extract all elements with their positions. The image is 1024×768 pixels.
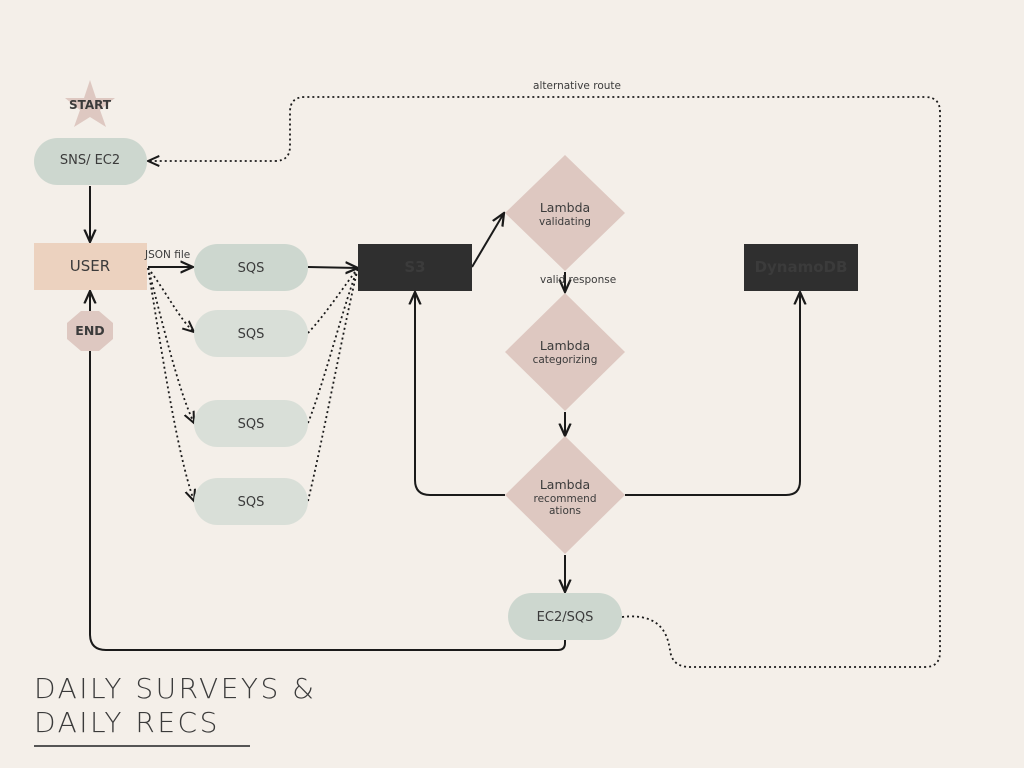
sqs-label-3: SQS [238, 417, 265, 432]
sns-ec2-node [34, 138, 147, 185]
title-line-2: DAILY RECS [34, 706, 220, 739]
end-label: END [75, 323, 104, 338]
lambda-categorizing-sub: categorizing [533, 354, 598, 366]
lambda-recommendations-sub-1: recommend [534, 493, 597, 505]
lambda-validating-name: Lambda [540, 200, 590, 215]
lambda-recommendations-node [505, 436, 625, 554]
connector-s3-to-lambda-validating [471, 213, 504, 268]
s3-label: S3 [404, 258, 425, 276]
sqs-label-1: SQS [238, 261, 265, 276]
connector-alternative-route [148, 96, 941, 668]
connector-user-to-sqs-3 [147, 267, 194, 423]
lambda-recommendations-sub-2: ations [549, 505, 581, 517]
sqs-node-3 [194, 400, 308, 447]
start-label: START [69, 98, 112, 112]
s3-node [358, 244, 472, 291]
user-node [34, 243, 147, 290]
dynamodb-label: DynamoDB [755, 258, 848, 276]
title-line-1: DAILY SURVEYS & [34, 672, 317, 705]
ec2-sqs-label: EC2/SQS [537, 610, 594, 625]
lambda-categorizing-name: Lambda [540, 338, 590, 353]
sqs-label-4: SQS [238, 495, 265, 510]
end-octagon [67, 311, 113, 351]
connector-user-to-sqs-2 [147, 267, 194, 332]
dynamodb-node [744, 244, 858, 291]
json-file-label: JSON file [144, 249, 190, 261]
lambda-recommendations-name: Lambda [540, 477, 590, 492]
alternative-route-label: alternative route [533, 80, 621, 92]
lambda-validating-node [505, 155, 625, 271]
connector-sqs-to-s3 [307, 267, 358, 268]
ec2-sqs-node [508, 593, 622, 640]
connector-sqs2-to-s3 [307, 267, 359, 334]
title-underline [34, 745, 250, 747]
connector-user-to-sqs-4 [147, 267, 194, 501]
start-star [65, 80, 115, 127]
connector-sqs4-to-s3 [307, 267, 359, 502]
sns-ec2-label: SNS/ EC2 [60, 153, 120, 168]
connector-recommendations-to-s3 [415, 292, 505, 496]
lambda-validating-sub: validating [539, 216, 591, 228]
sqs-node-1 [194, 244, 308, 291]
valid-response-label: valid response [540, 274, 616, 286]
connector-sqs3-to-s3 [307, 267, 359, 424]
user-label: USER [70, 257, 110, 275]
connector-recommendations-to-dynamodb [625, 292, 800, 496]
lambda-categorizing-node [505, 293, 625, 411]
connector-ec2-sqs-to-user [90, 291, 566, 651]
sqs-node-2 [194, 310, 308, 357]
sqs-label-2: SQS [238, 327, 265, 342]
sqs-node-4 [194, 478, 308, 525]
